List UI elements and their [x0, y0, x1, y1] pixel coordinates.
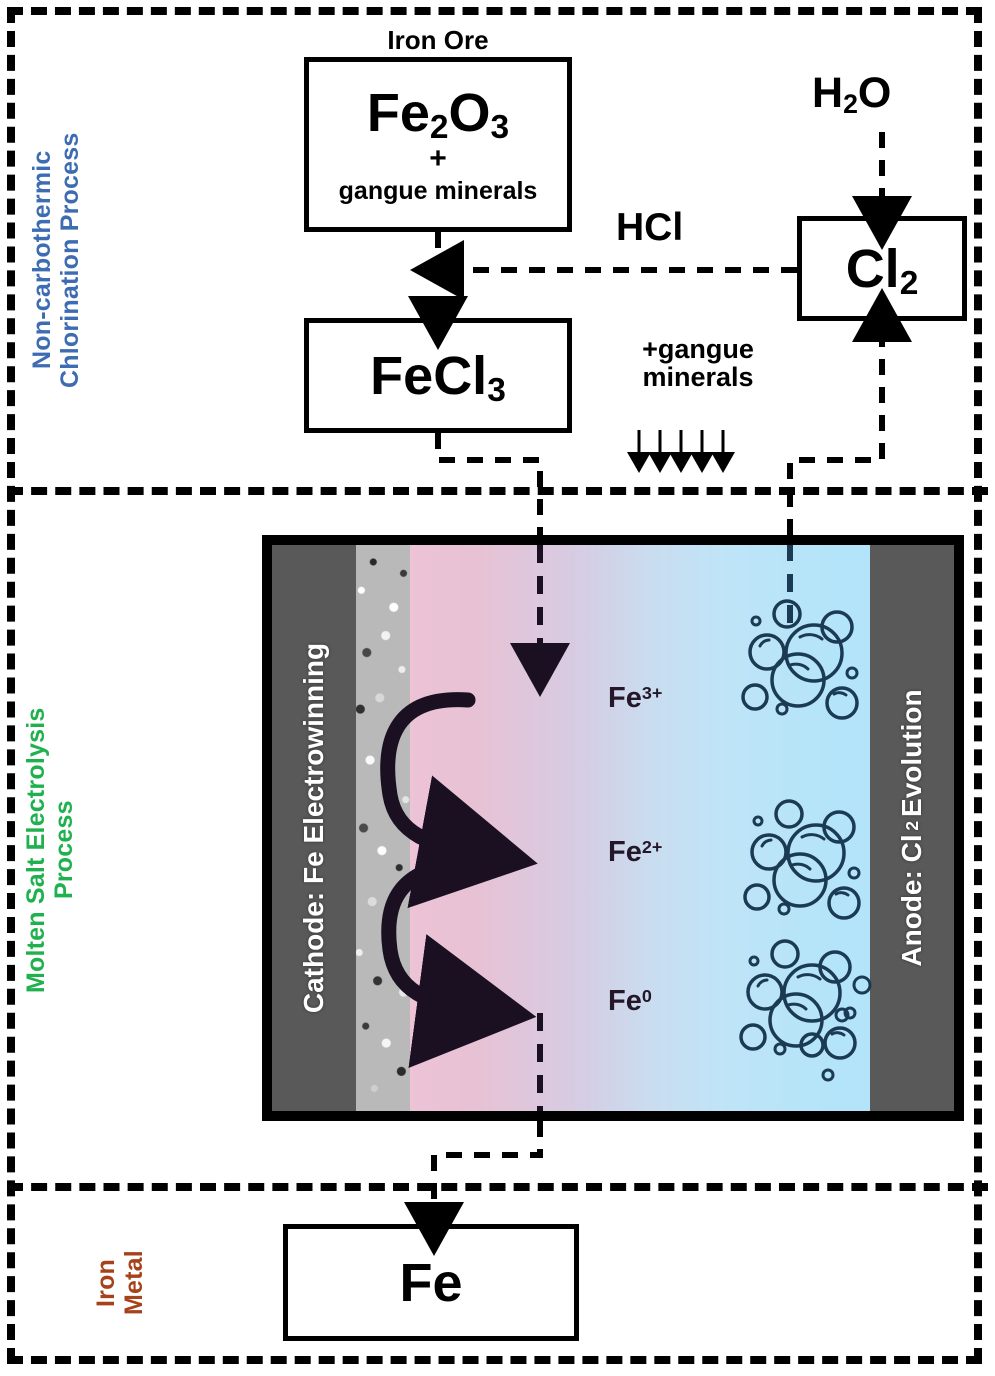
arrow-fe2-to-fe0	[381, 855, 537, 1068]
label-h2o-o: O	[857, 69, 892, 117]
wire-fe-to-product	[404, 1121, 543, 1256]
formula-fecl3: FeCl3	[370, 345, 506, 408]
label-h2o-sub: 2	[843, 88, 858, 119]
formula-fe2o3-fe: Fe	[366, 82, 430, 143]
electrolysis-cell[interactable]: Cathode: Fe Electrowinning Fe3+ Fe2+ Fe0…	[262, 535, 964, 1121]
formula-fe2o3-sub1: 2	[429, 108, 449, 146]
section-divider-bottom	[7, 1183, 988, 1191]
arrow-fe3-to-fe2	[380, 692, 538, 909]
ion-fe2-charge: 2+	[641, 836, 663, 857]
cathode: Cathode: Fe Electrowinning	[272, 545, 356, 1111]
label-h2o-h: H	[812, 69, 844, 117]
formula-fe2o3-sub2: 3	[490, 108, 510, 146]
formula-fecl3-sub: 3	[487, 371, 506, 409]
label-h2o: H2O	[812, 69, 892, 118]
iron-deposit-texture	[356, 545, 410, 1111]
ion-label-fe3plus: Fe3+	[608, 682, 662, 715]
iron-ore-caption: Iron Ore	[387, 25, 489, 55]
ion-label-fe2plus: Fe2+	[608, 836, 662, 869]
outer-frame	[7, 7, 982, 1364]
bubble	[821, 1068, 835, 1082]
wire-cl2-return	[787, 288, 912, 535]
wire-fecl3-to-cell	[435, 433, 543, 535]
ion-fe3-base: Fe	[608, 682, 642, 714]
formula-cl2-base: Cl	[845, 238, 900, 299]
bubble	[852, 975, 872, 995]
cell-overlay	[380, 545, 872, 1111]
formula-fecl3-base: FeCl	[370, 345, 488, 406]
ion-fe3-charge: 3+	[641, 682, 663, 703]
ion-fe0-base: Fe	[608, 985, 642, 1017]
ion-fe0-charge: 0	[641, 985, 652, 1006]
ore-plus-sign: +	[429, 141, 447, 175]
bubble	[799, 1032, 825, 1058]
label-gangue-output: +gangue minerals	[642, 334, 754, 393]
label-hcl: HCl	[616, 206, 684, 249]
section-divider-top	[7, 487, 988, 495]
formula-fe: Fe	[399, 1252, 463, 1313]
formula-fe2o3: Fe2O3	[366, 82, 509, 145]
formula-fe2o3-o: O	[448, 82, 491, 143]
ion-fe2-base: Fe	[608, 836, 642, 868]
anode: Anode: Cl2 Evolution	[870, 545, 954, 1111]
ore-gangue-text: gangue minerals	[338, 176, 538, 205]
ion-label-fe0: Fe0	[608, 985, 652, 1018]
bubble	[834, 1007, 850, 1023]
box-iron-ore[interactable]: Fe2O3 + gangue minerals	[304, 57, 572, 232]
